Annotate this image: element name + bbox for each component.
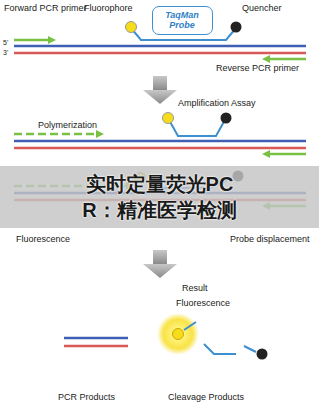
dna-strand — [64, 337, 128, 340]
probe-strand — [168, 118, 226, 136]
step-arrow — [153, 76, 167, 90]
primer-arrow — [270, 58, 306, 61]
dna-strand — [64, 345, 128, 348]
quencher-dot — [231, 22, 242, 33]
text-label: PCR Products — [58, 392, 115, 403]
probe-fragment — [244, 346, 256, 352]
step-arrowhead — [143, 264, 177, 278]
dna-strand — [14, 140, 306, 143]
text-label: Cleavage Products — [168, 392, 244, 403]
primer-arrow — [14, 39, 48, 42]
dna-strand — [14, 45, 306, 48]
title-text: 实时定量荧光PCR：精准医学检测 — [80, 171, 240, 223]
step-arrow — [153, 250, 167, 264]
probe-label: TaqMan Probe — [160, 10, 204, 31]
probe-fragment — [204, 344, 236, 354]
primer-arrowhead — [262, 150, 270, 158]
text-label: Quencher — [242, 3, 282, 14]
text-label: Fluorescence — [176, 298, 230, 309]
step-arrowhead — [143, 90, 177, 104]
text-label: Reverse PCR primer — [216, 63, 299, 74]
primer-arrowhead — [48, 36, 56, 44]
primer-arrow — [270, 153, 306, 156]
polymerization-arrow — [14, 133, 96, 136]
title-banner: 实时定量荧光PCR：精准医学检测 — [0, 166, 319, 228]
text-label: Probe displacement — [230, 234, 310, 245]
text-label: Polymerization — [38, 120, 97, 131]
primer-arrowhead — [96, 130, 104, 138]
text-label: Amplification Assay — [178, 98, 256, 109]
fluorophore-dot — [173, 329, 184, 340]
quencher-dot — [221, 113, 232, 124]
text-label: Fluorophore — [84, 3, 133, 14]
text-label: Forward PCR primer — [4, 3, 87, 14]
dna-strand — [14, 147, 306, 150]
primer-arrowhead — [262, 55, 270, 63]
fluorescence-glow — [157, 313, 199, 355]
probe-box: TaqMan Probe — [152, 6, 213, 35]
dna-strand — [14, 52, 306, 55]
probe-fragment — [184, 322, 196, 330]
fluorophore-dot — [163, 113, 174, 124]
text-label: 3' — [3, 49, 8, 57]
text-label: 5' — [3, 39, 8, 47]
fluorophore-dot — [126, 22, 137, 33]
quencher-dot — [257, 349, 268, 360]
text-label: Fluorescence — [16, 234, 70, 245]
text-label: Result — [182, 283, 208, 294]
